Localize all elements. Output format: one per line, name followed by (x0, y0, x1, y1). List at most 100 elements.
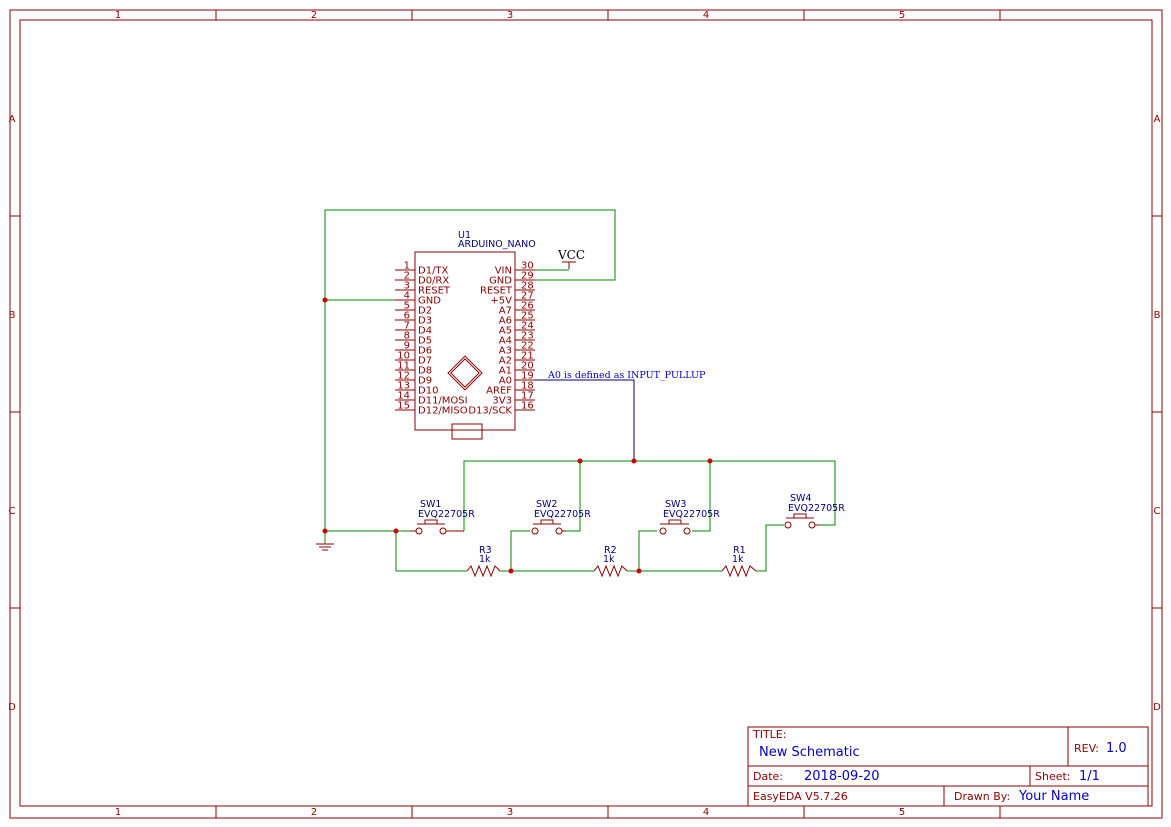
title-label: TITLE: (752, 728, 786, 741)
sw2-part: EVQ22705R (534, 509, 591, 520)
r1-ref: R1 (733, 545, 746, 556)
pin-name: D1/TX (418, 266, 449, 277)
pin-name: GND (489, 276, 512, 287)
a0-bus-wire[interactable] (463, 460, 836, 531)
pin-name: VIN (495, 266, 512, 277)
pin-name: D10 (418, 386, 438, 397)
wires (324, 209, 836, 572)
sw3-contact-right (683, 527, 691, 535)
switch-sw4[interactable]: SW4 EVQ22705R (784, 493, 845, 529)
pin-name: D3 (418, 316, 432, 327)
sw3-return-wire[interactable] (692, 461, 711, 532)
junction-dot (631, 458, 637, 464)
r1-sw4-wire[interactable] (756, 524, 784, 572)
pin-number: 29 (521, 271, 534, 282)
pin-number: 2 (404, 271, 410, 282)
resistor-r1[interactable]: R1 1k (721, 545, 757, 578)
zone-row-label: C (1154, 506, 1161, 517)
zone-row-label: D (8, 702, 16, 713)
a0-note: A0 is defined as INPUT_PULLUP (547, 370, 706, 381)
zone-col-label: 4 (703, 10, 709, 21)
pin-name: D5 (418, 336, 432, 347)
r3-left-wire[interactable] (395, 531, 467, 572)
chip-icon (447, 355, 483, 391)
gnd-loop-wire[interactable] (324, 209, 616, 531)
rev-value: 1.0 (1106, 741, 1127, 756)
switch-sw2[interactable]: SW2 EVQ22705R (531, 499, 591, 535)
arduino-ref: U1 (458, 230, 471, 241)
pin-number: 8 (404, 331, 410, 342)
pin-name: AREF (486, 386, 512, 397)
pin-name: D7 (418, 356, 432, 367)
sw2-ref: SW2 (536, 499, 557, 510)
junction-dot (577, 458, 583, 464)
zone-row-label: A (1154, 114, 1161, 125)
pin-number: 9 (404, 341, 410, 352)
zone-row-label: D (1153, 702, 1161, 713)
sw1-contact-left (415, 527, 423, 535)
pin-number: 14 (397, 391, 410, 402)
ground-icon (316, 531, 334, 551)
pin-name: D12/MISO (418, 406, 468, 417)
date-value: 2018-09-20 (804, 769, 880, 784)
pin-number: 3 (404, 281, 410, 292)
zone-col-label: 2 (311, 807, 317, 818)
vcc-symbol: VCC (557, 248, 585, 269)
r2-value: 1k (603, 554, 615, 565)
pin-name: A6 (499, 316, 512, 327)
pin-number: 11 (397, 361, 410, 372)
pin-number: 25 (521, 311, 534, 322)
pin-name: D4 (418, 326, 432, 337)
switch-sw3[interactable]: SW3 EVQ22705R (659, 499, 720, 535)
pin-number: 28 (521, 281, 534, 292)
sw2-contact-left (531, 527, 539, 535)
junctions (322, 297, 713, 574)
resistor-r3[interactable]: R3 1k (466, 545, 501, 578)
r2-ref: R2 (604, 545, 617, 556)
r1-zigzag (721, 564, 757, 578)
sw4-contact-right (808, 521, 816, 529)
a0-wire[interactable] (535, 379, 635, 461)
junction-dot (322, 297, 328, 303)
pin-number: 13 (397, 381, 410, 392)
pin-number: 15 (397, 401, 410, 412)
pin-name: 3V3 (492, 396, 512, 407)
pin-name: D0/RX (418, 276, 449, 287)
r3-value: 1k (479, 554, 491, 565)
sw2-return-wire[interactable] (566, 461, 581, 532)
sw3-left-wire[interactable] (638, 530, 657, 571)
zone-col-label: 5 (899, 807, 905, 818)
pin-number: 27 (521, 291, 534, 302)
r3-zigzag (466, 564, 501, 578)
resistor-r2[interactable]: R2 1k (593, 545, 628, 578)
junction-dot (393, 528, 399, 534)
zone-col-label: 3 (507, 10, 513, 21)
title-block: TITLE: New Schematic REV: 1.0 Date: 2018… (747, 726, 1149, 807)
pin-name: RESET (480, 286, 513, 297)
pin-name: A3 (499, 346, 512, 357)
schematic-title[interactable]: New Schematic (759, 745, 860, 760)
zone-col-label: 2 (311, 10, 317, 21)
vcc-label: VCC (557, 248, 585, 262)
pin-name: D2 (418, 306, 432, 317)
sw3-ref: SW3 (665, 499, 686, 510)
sw4-part: EVQ22705R (788, 503, 845, 514)
drawn-by-label: Drawn By: (954, 790, 1010, 803)
sw2-left-wire[interactable] (510, 530, 530, 571)
zone-row-label: C (9, 506, 16, 517)
junction-dot (707, 458, 713, 464)
switch-sw1[interactable]: SW1 EVQ22705R (410, 499, 475, 535)
arduino-body (414, 251, 516, 431)
arduino-part: ARDUINO_NANO (458, 239, 536, 250)
sw3-part: EVQ22705R (663, 509, 720, 520)
sheet-value: 1/1 (1079, 769, 1100, 784)
pin-number: 5 (404, 301, 410, 312)
junction-dot (636, 568, 642, 574)
pin-number: 17 (521, 391, 534, 402)
sw3-contact-left (659, 527, 667, 535)
zone-row-label: B (1154, 310, 1161, 321)
junction-dot (322, 528, 328, 534)
